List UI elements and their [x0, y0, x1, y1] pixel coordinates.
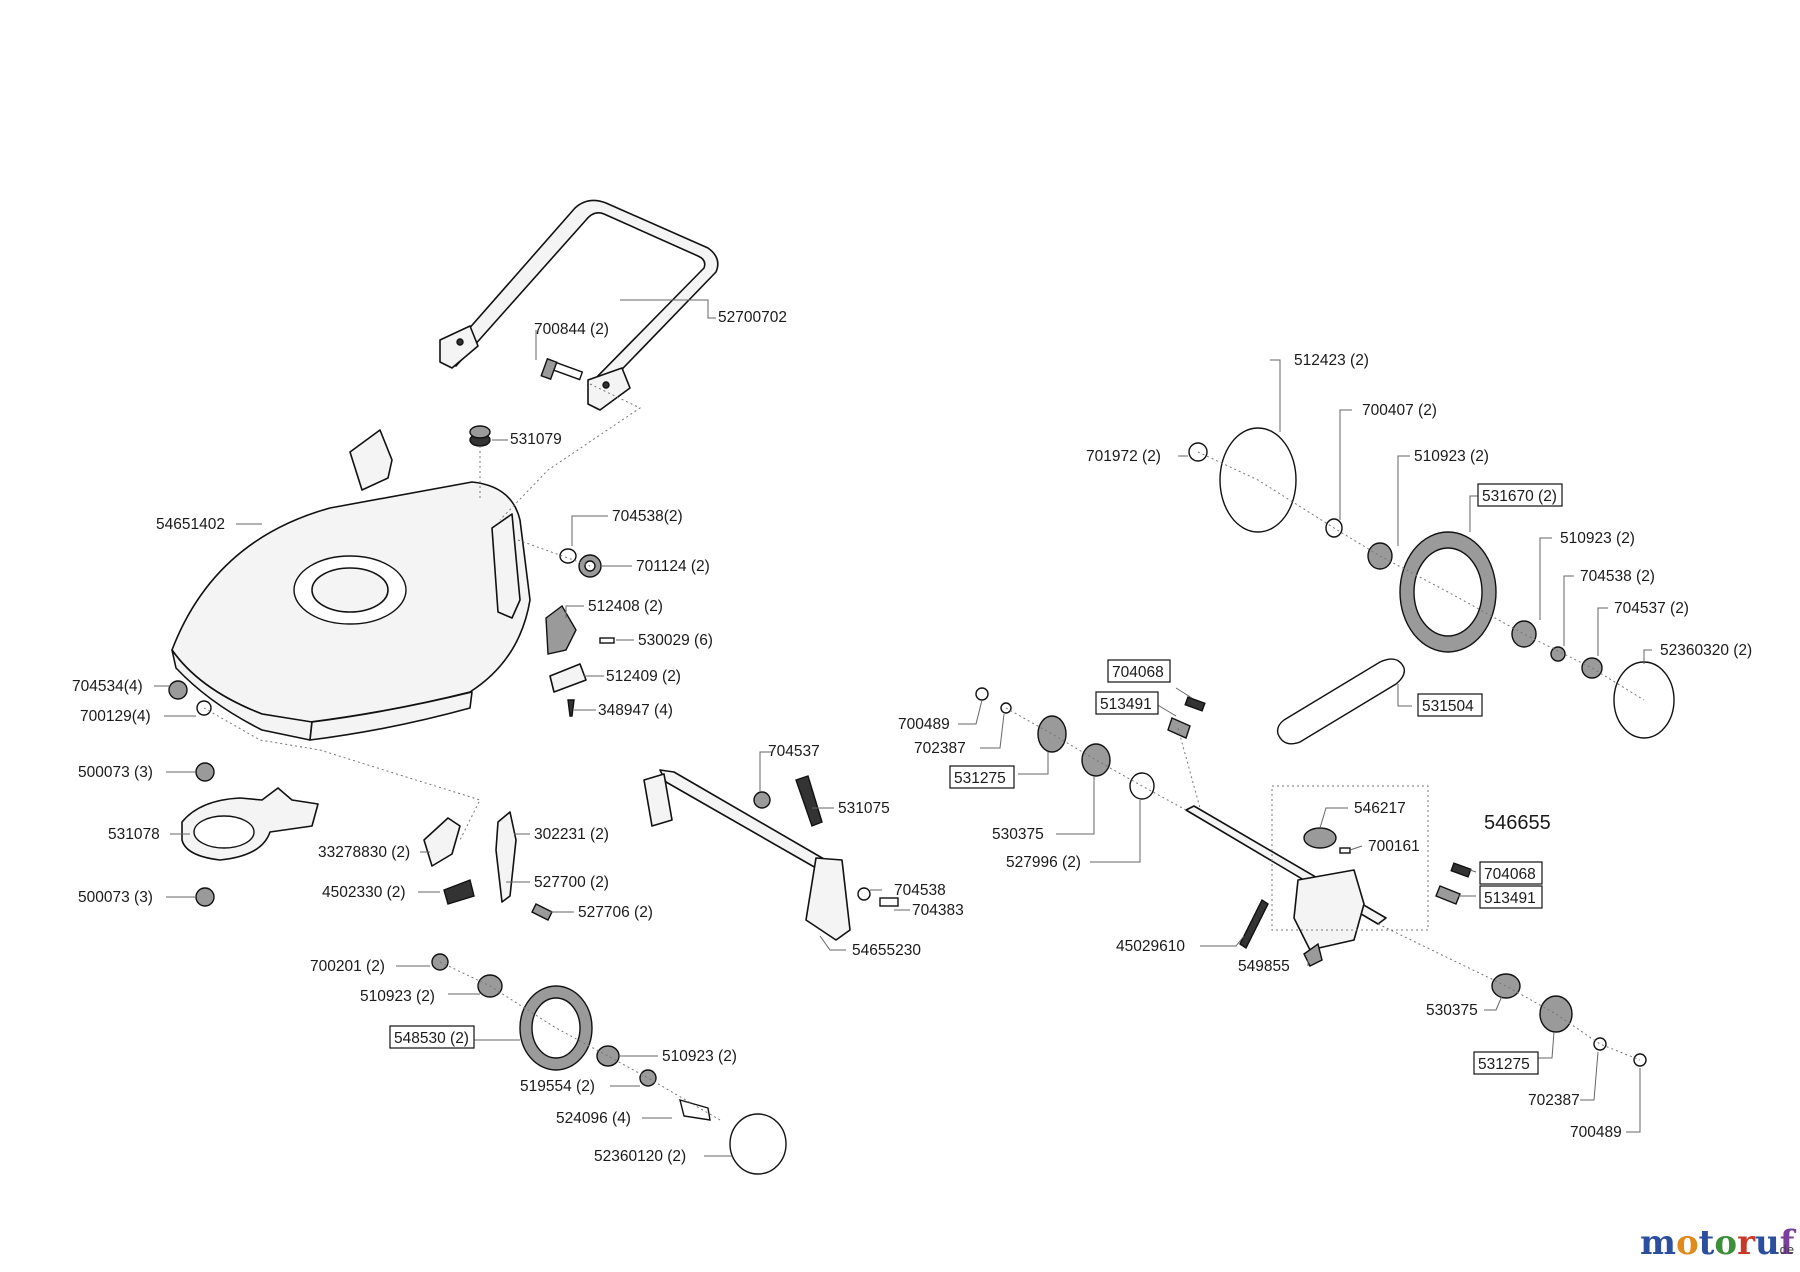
label-box-531275-left [949, 765, 1015, 789]
label-704538-2: 704538(2) [612, 508, 683, 525]
label-512408: 512408 (2) [588, 598, 663, 615]
logo-letter-4: o [1714, 1223, 1737, 1263]
mower-deck [171, 429, 531, 741]
label-549855: 549855 [1238, 958, 1290, 975]
label-531079: 531079 [510, 431, 562, 448]
label-530375-left: 530375 [992, 826, 1044, 843]
label-box-513491-right [1479, 885, 1543, 909]
label-54651402: 54651402 [156, 516, 225, 533]
logo-suffix: .de [1776, 1242, 1794, 1257]
label-704383: 704383 [912, 902, 964, 919]
label-704068-left: 704068 [1112, 664, 1164, 681]
label-510923-rear-a: 510923 (2) [1414, 448, 1489, 465]
logo-letter-7: f [1780, 1223, 1797, 1263]
label-700161: 700161 [1368, 838, 1420, 855]
label-700489-left: 700489 [898, 716, 950, 733]
label-33278830: 33278830 (2) [318, 844, 410, 861]
height-adjuster-bracket [545, 604, 615, 717]
label-52360120: 52360120 (2) [594, 1148, 686, 1165]
label-527706: 527706 (2) [578, 904, 653, 921]
label-546655: 546655 [1484, 812, 1551, 834]
label-531075: 531075 [838, 800, 890, 817]
logo-letter-3: t [1699, 1223, 1715, 1263]
label-524096: 524096 (4) [556, 1110, 631, 1127]
label-box-548530 [389, 1025, 475, 1049]
label-52700702: 52700702 [718, 309, 787, 326]
label-704537: 704537 [768, 743, 820, 760]
label-500073-top: 500073 (3) [78, 764, 153, 781]
left-drive-pinion [975, 687, 1155, 800]
label-700844: 700844 (2) [534, 321, 609, 338]
label-box-531275-right [1473, 1051, 1539, 1075]
rear-axle-assembly [643, 769, 899, 941]
label-531275-left: 531275 [954, 770, 1006, 787]
drive-belt [1276, 658, 1406, 745]
label-box-704068-left [1107, 659, 1171, 683]
label-box-531670 [1477, 483, 1563, 507]
label-527996: 527996 (2) [1006, 854, 1081, 871]
label-510923-front-a: 510923 (2) [360, 988, 435, 1005]
gearbox-assembly [1185, 805, 1387, 967]
label-513491-left: 513491 [1100, 696, 1152, 713]
label-530029: 530029 (6) [638, 632, 713, 649]
label-52360320: 52360320 (2) [1660, 642, 1752, 659]
label-704534: 704534(4) [72, 678, 143, 695]
handle-bolt [540, 357, 584, 381]
cap-531079 [469, 425, 491, 447]
logo-letter-5: r [1737, 1223, 1756, 1263]
label-531078: 531078 [108, 826, 160, 843]
assembly-paths [203, 383, 1645, 1121]
label-500073-bottom: 500073 (3) [78, 889, 153, 906]
label-700129: 700129(4) [80, 708, 151, 725]
label-546217: 546217 [1354, 800, 1406, 817]
label-702387-right: 702387 [1528, 1092, 1580, 1109]
label-531504: 531504 [1422, 698, 1474, 715]
label-701972: 701972 (2) [1086, 448, 1161, 465]
label-704538-rear: 704538 (2) [1580, 568, 1655, 585]
label-700201: 700201 (2) [310, 958, 385, 975]
label-531670: 531670 (2) [1482, 488, 1557, 505]
leader-lines [154, 299, 1652, 1157]
label-302231: 302231 (2) [534, 826, 609, 843]
label-530375-right: 530375 [1426, 1002, 1478, 1019]
key-spring-right [1435, 862, 1472, 905]
label-704537-rear: 704537 (2) [1614, 600, 1689, 617]
label-54655230: 54655230 [852, 942, 921, 959]
label-548530: 548530 (2) [394, 1030, 469, 1047]
front-wheel-assembly [431, 953, 787, 1175]
logo-letter-1: m [1640, 1223, 1676, 1263]
logo-letter-2: o [1676, 1223, 1699, 1263]
label-700407: 700407 (2) [1362, 402, 1437, 419]
label-702387-left: 702387 [914, 740, 966, 757]
label-510923-rear-b: 510923 (2) [1560, 530, 1635, 547]
label-513491-right: 513491 [1484, 890, 1536, 907]
label-box-531504 [1417, 693, 1483, 717]
label-519554: 519554 (2) [520, 1078, 595, 1095]
wheel-height-plates [423, 811, 553, 921]
label-704538: 704538 [894, 882, 946, 899]
label-348947: 348947 (4) [598, 702, 673, 719]
label-701124: 701124 (2) [636, 558, 710, 575]
motoruf-logo: motoruf .de [1640, 1223, 1797, 1263]
logo-letter-6: u [1755, 1223, 1780, 1263]
label-512409: 512409 (2) [606, 668, 681, 685]
label-510923-front-b: 510923 (2) [662, 1048, 737, 1065]
label-704068-right: 704068 [1484, 866, 1536, 883]
part-labels: 52700702 700844 (2) 531079 54651402 7045… [72, 309, 1752, 1165]
svg-text:motoruf: motoruf [1640, 1223, 1797, 1263]
label-box-513491-left [1095, 691, 1159, 715]
key-spring-left [1167, 696, 1206, 739]
label-45029610: 45029610 [1116, 938, 1185, 955]
label-531275-right: 531275 [1478, 1056, 1530, 1073]
label-512423: 512423 (2) [1294, 352, 1369, 369]
right-drive-pinion [1491, 973, 1647, 1067]
discharge-flap [181, 762, 319, 907]
label-box-704068-right [1479, 861, 1543, 885]
label-527700: 527700 (2) [534, 874, 609, 891]
label-4502330: 4502330 (2) [322, 884, 406, 901]
label-700489-right: 700489 [1570, 1124, 1622, 1141]
